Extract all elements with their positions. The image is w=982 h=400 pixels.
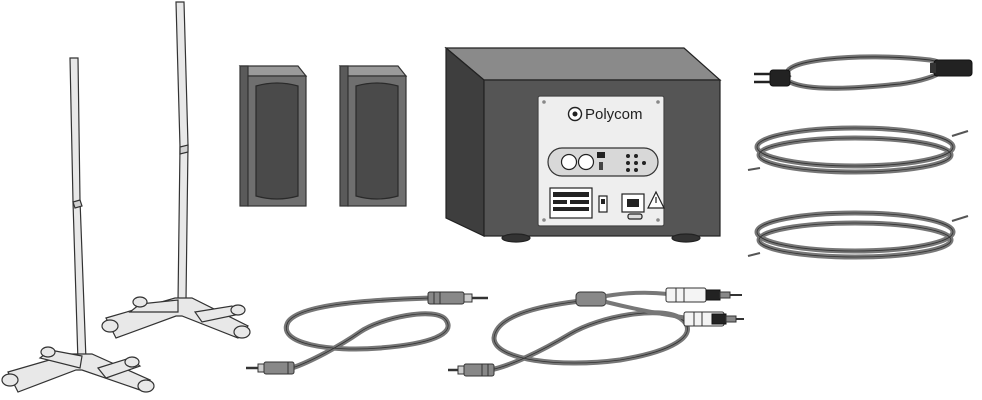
mini-jack-plug-icon [448,363,495,377]
subwoofer-back-panel: Polycom [537,95,665,227]
speaker-stand-left [1,57,155,393]
satellite-speaker-right [338,65,408,207]
satellite-speaker-left [238,65,308,207]
fuse-holder [627,213,643,220]
volume-knob [560,153,578,171]
mini-jack-plug-icon [427,291,488,305]
rca-plug-icon [683,311,744,327]
mini-jack-plug-icon [246,361,295,375]
audio-cable-3-5mm [246,291,488,375]
polycom-logo-icon [567,106,583,122]
splitter-junction [575,291,607,307]
rating-label [549,187,593,219]
y-splitter-rca-cable [448,287,744,377]
control-panel [547,147,659,177]
input-jacks [626,154,646,172]
speaker-wire-1 [747,125,969,175]
speaker-wire-2 [747,210,969,260]
power-plug-icon [754,69,791,87]
power-cord [754,54,973,91]
iec-connector-icon [930,59,973,77]
rca-plug-icon [665,287,742,303]
brand-label: Polycom [585,106,643,123]
subwoofer: Polycom [444,46,722,243]
crossover-knob [577,153,595,171]
speaker-stand-right [101,1,251,339]
